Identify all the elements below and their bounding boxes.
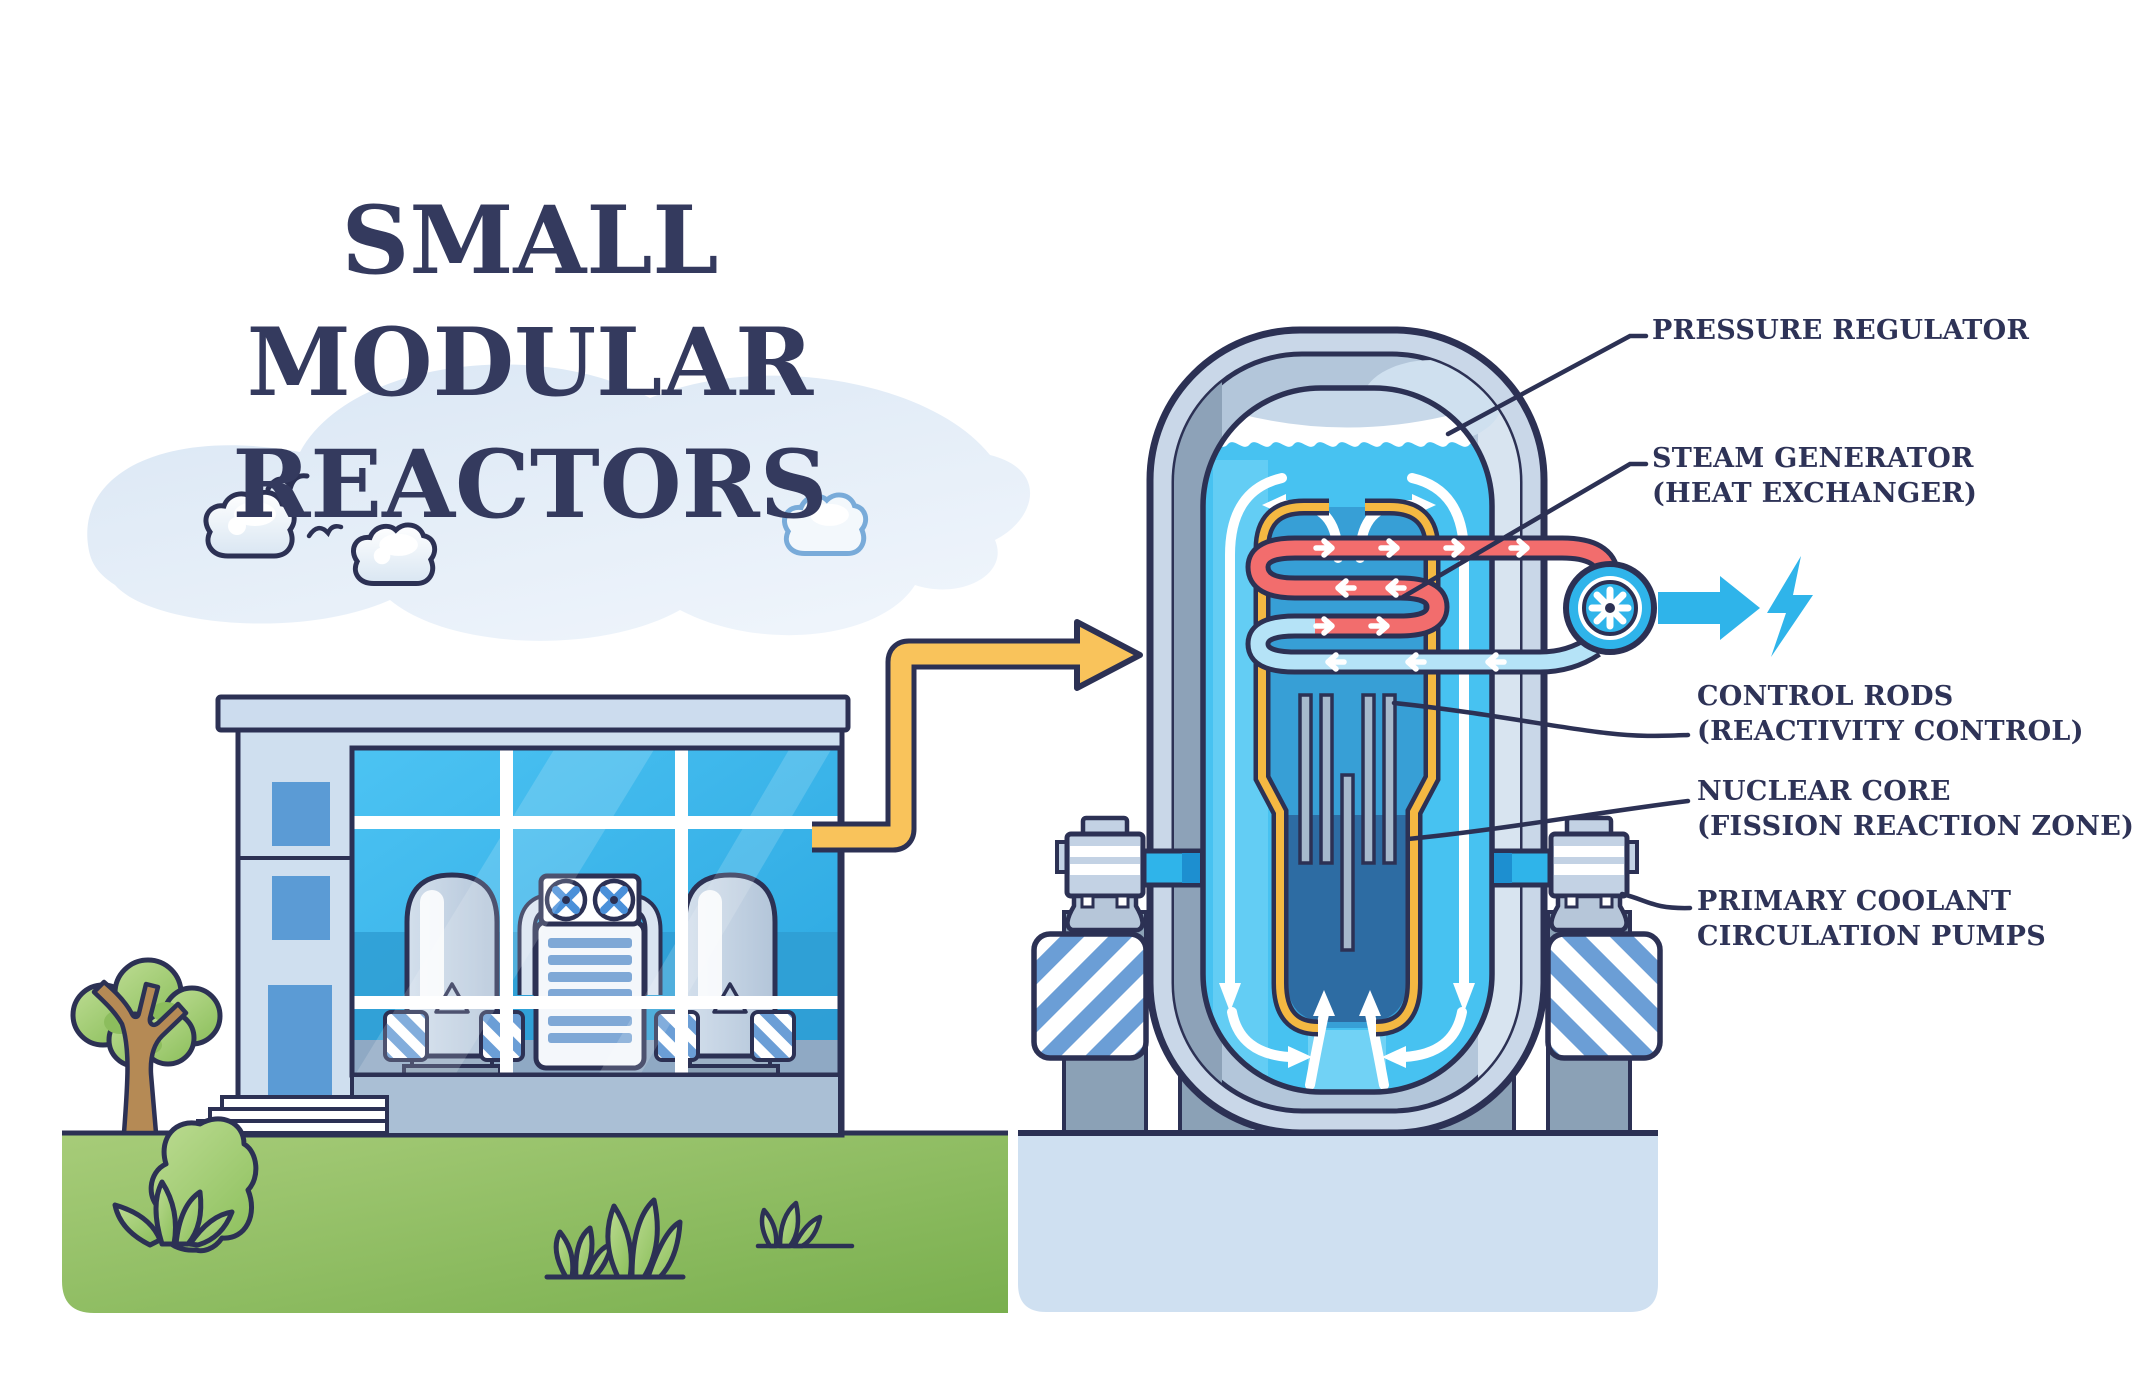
window-mullions — [352, 748, 840, 1075]
flow-arrowheads — [1219, 494, 1475, 1068]
hazard-stripes-icon — [1031, 931, 1149, 1061]
reactor-building — [196, 694, 851, 1138]
building-window — [272, 876, 330, 940]
electricity-arrow-icon — [1658, 576, 1760, 640]
lightning-bolt-icon — [1767, 556, 1813, 657]
energy-transfer-arrow-icon — [812, 619, 1143, 853]
reactor-platform — [1018, 1130, 1658, 1312]
label-control-rods: CONTROL RODS (REACTIVITY CONTROL) — [1697, 681, 2084, 747]
coolant-tank — [402, 872, 502, 1075]
primary-coolant-pump — [1489, 815, 1663, 1135]
hazard-stripes-icon — [1545, 931, 1663, 1061]
control-rods — [1298, 693, 1397, 952]
label-primary-pumps: PRIMARY COOLANT CIRCULATION PUMPS — [1697, 886, 2047, 952]
generator-machine — [517, 873, 663, 1071]
turbine-fan-icon — [1563, 561, 1657, 655]
tree-icon — [70, 957, 223, 1136]
leader-lines — [1391, 333, 1693, 911]
title-line-1: SMALL MODULAR — [246, 186, 814, 418]
bush-icon — [755, 1200, 855, 1249]
secondary-loop — [1245, 535, 1621, 675]
pipe-flow-arrows — [1313, 538, 1530, 672]
hot-pipe — [1250, 540, 1616, 634]
building-roof — [215, 694, 851, 733]
cloud-icon — [203, 489, 869, 587]
fan-icon — [592, 878, 636, 922]
sky-backdrop — [87, 364, 1031, 641]
building-window — [272, 782, 330, 846]
primary-coolant-pump — [1031, 815, 1205, 1135]
fan-icon — [544, 878, 588, 922]
bird-icon — [265, 473, 344, 539]
building-base — [350, 1073, 842, 1137]
page-title: SMALL MODULAR REACTORS — [62, 180, 998, 546]
glass-hall — [352, 748, 840, 1075]
entrance-steps — [196, 1095, 389, 1135]
steam-generator-shell — [1253, 498, 1441, 1037]
bush-icon — [112, 1116, 259, 1254]
bush-icon — [544, 1197, 686, 1280]
label-nuclear-core: NUCLEAR CORE (FISSION REACTION ZONE) — [1697, 776, 2135, 842]
cold-pipe — [1250, 618, 1599, 670]
reactor-vessel — [1146, 326, 1548, 1137]
label-pressure-regulator: PRESSURE REGULATOR — [1652, 315, 2030, 346]
building-door — [268, 985, 332, 1097]
title-line-2: REACTORS — [232, 430, 828, 540]
label-steam-generator: STEAM GENERATOR (HEAT EXCHANGER) — [1652, 443, 1978, 509]
